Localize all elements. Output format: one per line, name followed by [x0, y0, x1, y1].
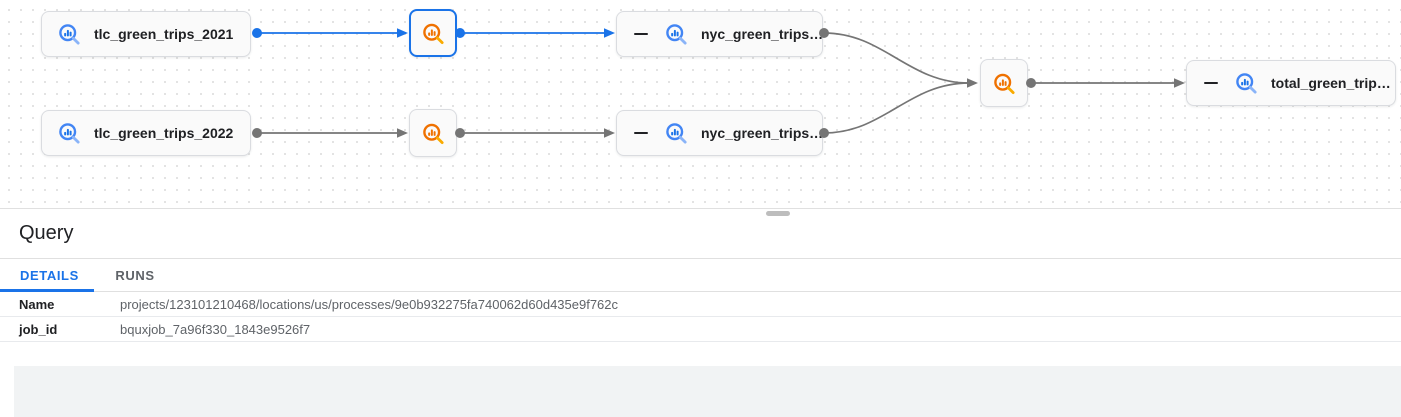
panel-resize-handle[interactable]: [766, 211, 790, 216]
collapse-minus-icon[interactable]: [633, 125, 649, 141]
detail-label: Name: [19, 296, 55, 312]
node-total-green-trips[interactable]: total_green_trip…: [1186, 60, 1396, 106]
node-label: nyc_green_trips…: [701, 125, 823, 141]
tab-details[interactable]: DETAILS: [0, 259, 94, 292]
arrowhead: [604, 128, 615, 138]
detail-row-name: Name projects/123101210468/locations/us/…: [0, 292, 1401, 317]
lineage-canvas[interactable]: tlc_green_trips_2021: [0, 0, 1401, 209]
node-label: total_green_trip…: [1271, 75, 1391, 91]
node-label: tlc_green_trips_2022: [94, 125, 234, 141]
tab-label: RUNS: [115, 267, 155, 283]
panel-header: Query: [0, 209, 1401, 259]
tab-bar: DETAILS RUNS: [0, 259, 1401, 292]
collapse-minus-icon[interactable]: [1203, 75, 1219, 91]
node-process-2[interactable]: [409, 109, 457, 157]
port-dot: [252, 28, 262, 38]
bigquery-process-icon: [422, 22, 445, 45]
node-nyc-green-trips-2022[interactable]: nyc_green_trips…: [616, 110, 823, 156]
arrowhead: [967, 78, 978, 88]
node-process-selected[interactable]: [409, 9, 457, 57]
collapse-minus-icon[interactable]: [633, 26, 649, 42]
bigquery-process-icon: [422, 122, 445, 145]
arrowhead: [604, 28, 615, 38]
arrowhead: [1174, 78, 1185, 88]
tab-label: DETAILS: [20, 267, 79, 283]
node-process-3[interactable]: [980, 59, 1028, 107]
bigquery-table-icon: [1235, 72, 1258, 95]
bigquery-process-icon: [993, 72, 1016, 95]
edge-nyc2022-process3: [823, 82, 970, 134]
tab-runs[interactable]: RUNS: [94, 259, 176, 291]
bigquery-table-icon: [665, 23, 688, 46]
arrowhead: [397, 128, 408, 138]
sql-code-block: CREATE TABLE `myproject.data_lineage_dem…: [14, 366, 1401, 417]
bigquery-table-icon: [665, 122, 688, 145]
node-label: tlc_green_trips_2021: [94, 26, 234, 42]
node-nyc-green-trips-2021[interactable]: nyc_green_trips…: [616, 11, 823, 57]
node-tlc-green-trips-2021[interactable]: tlc_green_trips_2021: [41, 11, 251, 57]
detail-row-job-id: job_id bquxjob_7a96f330_1843e9526f7: [0, 317, 1401, 342]
bigquery-table-icon: [58, 23, 81, 46]
node-label: nyc_green_trips…: [701, 26, 823, 42]
bigquery-table-icon: [58, 122, 81, 145]
detail-value: projects/123101210468/locations/us/proce…: [120, 296, 619, 312]
port-dot: [252, 128, 262, 138]
detail-value: bquxjob_7a96f330_1843e9526f7: [120, 321, 311, 337]
edge-nyc2021-process3: [823, 32, 970, 84]
panel-title: Query: [19, 222, 74, 244]
node-tlc-green-trips-2022[interactable]: tlc_green_trips_2022: [41, 110, 251, 156]
detail-label: job_id: [19, 321, 58, 337]
arrowhead: [397, 28, 408, 38]
details-panel: Query DETAILS RUNS Name projects/1231012…: [0, 209, 1401, 417]
detail-rows: Name projects/123101210468/locations/us/…: [0, 292, 1401, 342]
